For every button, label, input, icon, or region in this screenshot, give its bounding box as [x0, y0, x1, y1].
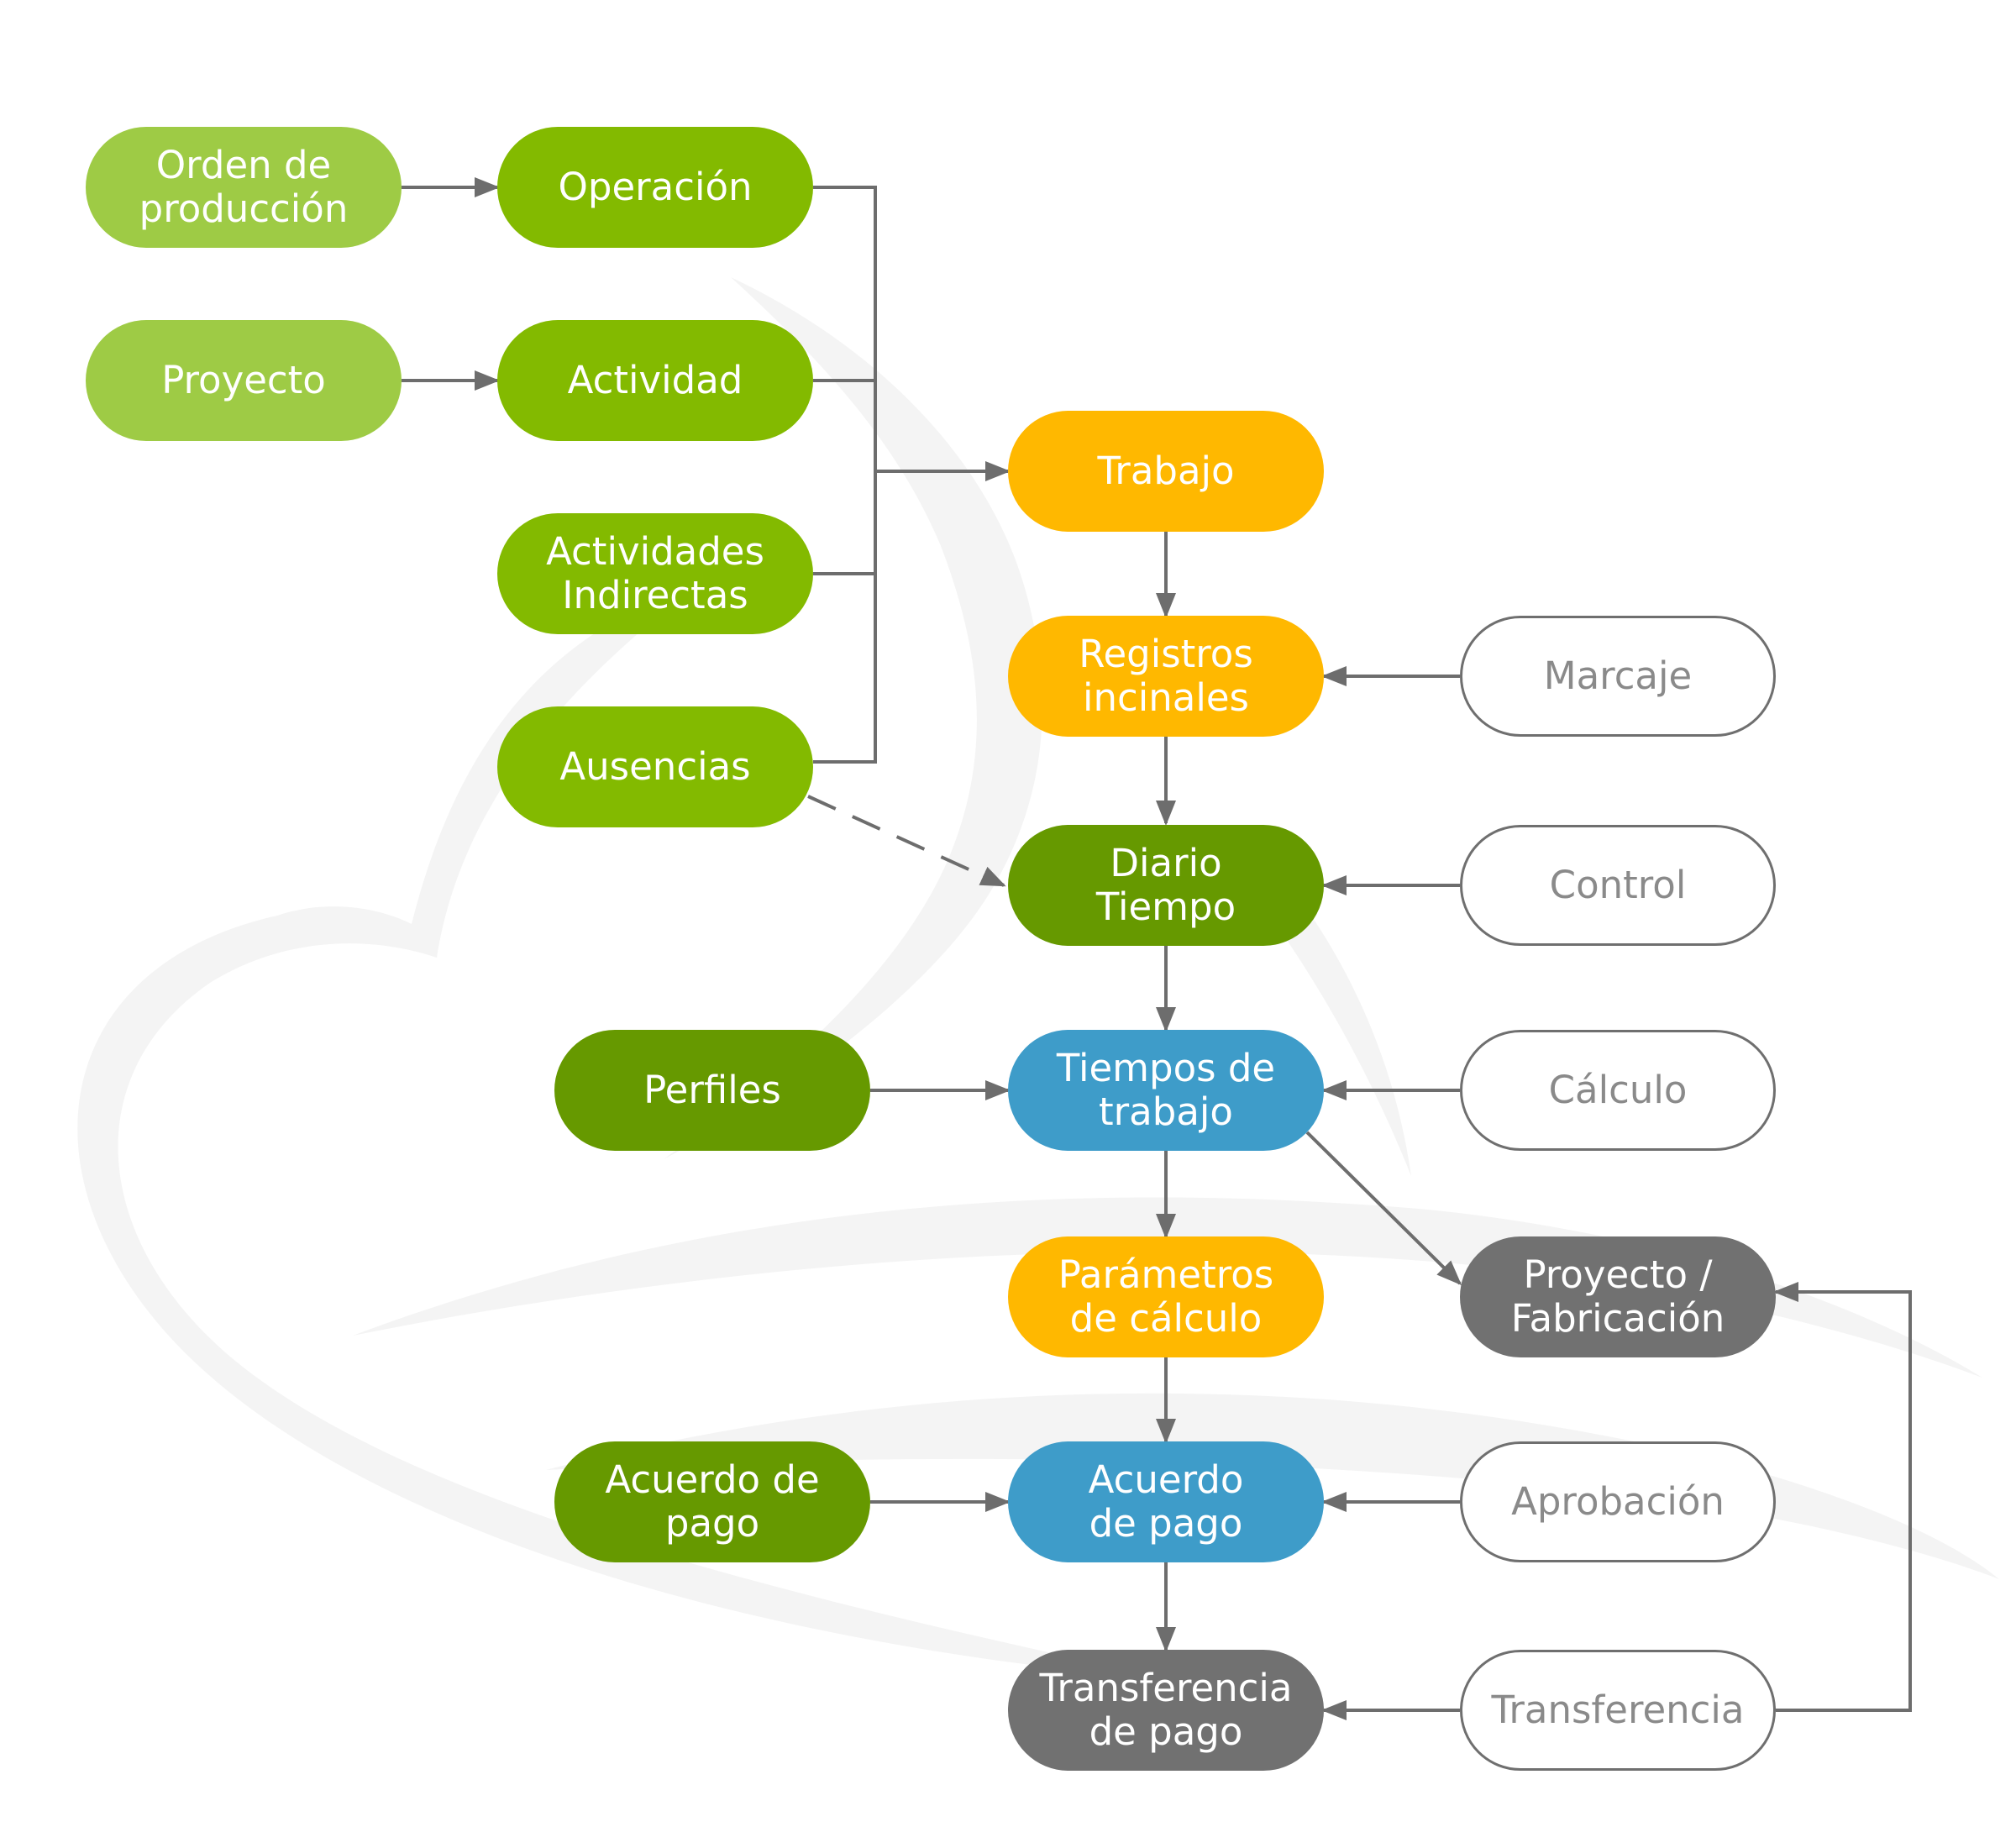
- node-registros-incinales: Registros incinales: [1008, 616, 1324, 737]
- node-acuerdo-pago: Acuerdo de pago: [1008, 1441, 1324, 1562]
- connector-transferencia-to-fabricacion: [1773, 1282, 1912, 1712]
- node-perfiles: Perfiles: [554, 1030, 870, 1151]
- node-acuerdo-pago-left: Acuerdo de pago: [554, 1441, 870, 1562]
- node-trabajo: Trabajo: [1008, 411, 1324, 532]
- node-transferencia: Transferencia: [1460, 1650, 1776, 1771]
- node-proyecto-fabricacion: Proyecto / Fabricación: [1460, 1236, 1776, 1357]
- node-control: Control: [1460, 825, 1776, 946]
- node-aprobacion: Aprobación: [1460, 1441, 1776, 1562]
- node-orden-produccion: Orden de producción: [86, 127, 402, 248]
- node-operacion: Operación: [497, 127, 813, 248]
- node-tiempos-trabajo: Tiempos de trabajo: [1008, 1030, 1324, 1151]
- node-transferencia-pago: Transferencia de pago: [1008, 1650, 1324, 1771]
- connector-ausencias-to-diario: [807, 795, 1006, 887]
- node-proyecto: Proyecto: [86, 320, 402, 441]
- node-ausencias: Ausencias: [497, 706, 813, 827]
- node-diario-tiempo: Diario Tiempo: [1008, 825, 1324, 946]
- node-parametros-calculo: Parámetros de cálculo: [1008, 1236, 1324, 1357]
- node-calculo: Cálculo: [1460, 1030, 1776, 1151]
- node-actividades-indirectas: Actividades Indirectas: [497, 513, 813, 634]
- connector-tiempos-to-fabricacion: [1305, 1131, 1462, 1286]
- node-marcaje: Marcaje: [1460, 616, 1776, 737]
- connector-operacion-bus: [813, 186, 877, 764]
- node-actividad: Actividad: [497, 320, 813, 441]
